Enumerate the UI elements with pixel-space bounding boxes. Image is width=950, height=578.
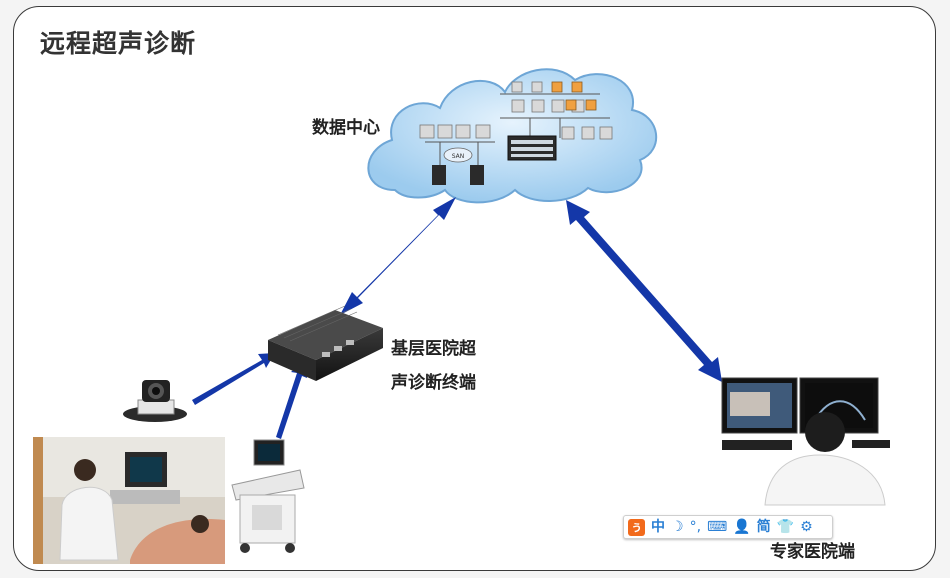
ime-skin-icon[interactable]: 👕: [776, 519, 795, 535]
terminal-label-line1: 基层医院超: [391, 339, 476, 359]
ime-keyboard-icon[interactable]: ⌨: [707, 519, 728, 535]
data-center-cloud: SAN: [367, 68, 658, 204]
link-camera-terminal-arrow: [192, 353, 275, 405]
link-expert-datacenter-arrow: [566, 200, 722, 382]
data-center-label: 数据中心: [312, 118, 380, 138]
terminal-label-line2: 声诊断终端: [391, 373, 476, 393]
ptz-camera: [123, 380, 187, 422]
san-label: SAN: [452, 153, 465, 160]
ime-user-icon[interactable]: 👤: [733, 519, 751, 535]
link-terminal-datacenter-arrow: [340, 197, 456, 315]
page-title: 远程超声诊断: [40, 29, 197, 58]
ime-toolbar[interactable]: ぅ 中 ☽ °, ⌨ 👤 简 👕 ⚙: [623, 515, 833, 539]
ime-mode-toggle[interactable]: 中: [651, 519, 665, 535]
ime-halfwidth-moon-icon[interactable]: ☽: [671, 519, 684, 535]
terminal-device: [268, 305, 383, 381]
link-ultrasound-terminal-arrow: [276, 360, 307, 439]
ime-settings-gear-icon[interactable]: ⚙: [800, 519, 813, 535]
ultrasound-machine: [231, 439, 305, 553]
clinic-photo: [33, 437, 225, 564]
ime-punctuation-icon[interactable]: °,: [689, 519, 702, 535]
ime-logo-icon[interactable]: ぅ: [628, 518, 645, 536]
ime-simplified-toggle[interactable]: 简: [756, 519, 771, 535]
expert-label: 专家医院端: [770, 542, 855, 562]
expert-workstation: [721, 377, 890, 506]
